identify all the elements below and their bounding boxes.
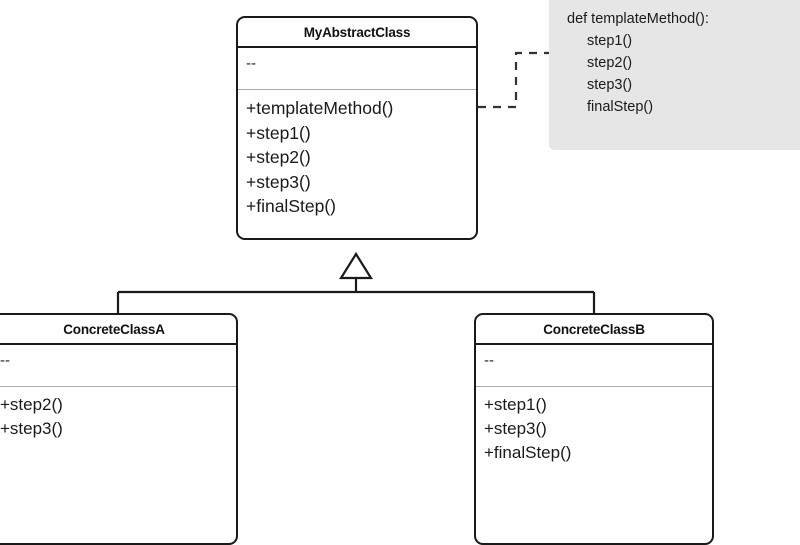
class-attributes-concrete-class-a: -- — [0, 345, 236, 387]
class-methods-my-abstract-class: +templateMethod() +step1() +step2() +ste… — [238, 90, 476, 227]
method-item: +step2() — [246, 147, 311, 167]
class-attributes-my-abstract-class: -- — [238, 48, 476, 90]
method-item: +finalStep() — [484, 442, 572, 462]
class-attributes-concrete-class-b: -- — [476, 345, 712, 387]
class-title-my-abstract-class: MyAbstractClass — [238, 18, 476, 48]
method-item: +step1() — [484, 395, 547, 414]
note-line-body: step3() — [587, 77, 633, 94]
note-line-body: step2() — [587, 55, 633, 72]
attribute-item: -- — [484, 352, 494, 369]
note-line-signature: def templateMethod(): — [567, 11, 709, 27]
note-anchor-connector — [478, 51, 552, 109]
note-line-body: finalStep() — [587, 99, 654, 116]
method-item: +templateMethod() — [246, 98, 394, 118]
class-methods-concrete-class-b: +step1() +step3() +finalStep() — [476, 387, 712, 472]
method-item: +step3() — [0, 418, 63, 438]
method-item: +step3() — [484, 418, 547, 438]
class-box-concrete-class-a[interactable]: ConcreteClassA -- +step2() +step3() — [0, 313, 238, 545]
method-item: +step3() — [246, 171, 311, 192]
inheritance-triangle-icon — [339, 251, 373, 280]
method-item: +finalStep() — [246, 196, 336, 216]
class-title-concrete-class-a: ConcreteClassA — [0, 315, 236, 345]
attribute-item: -- — [246, 55, 256, 72]
attribute-item: -- — [0, 352, 10, 369]
class-box-concrete-class-b[interactable]: ConcreteClassB -- +step1() +step3() +fin… — [474, 313, 714, 545]
class-box-my-abstract-class[interactable]: MyAbstractClass -- +templateMethod() +st… — [236, 16, 478, 240]
class-title-concrete-class-b: ConcreteClassB — [476, 315, 712, 345]
note-box-template-method[interactable]: def templateMethod(): step1() step2() st… — [549, 0, 800, 150]
note-line-body: step1() — [587, 33, 633, 50]
method-item: +step2() — [0, 395, 63, 414]
method-item: +step1() — [246, 122, 311, 143]
generalization-connector — [116, 251, 596, 314]
class-methods-concrete-class-a: +step2() +step3() — [0, 387, 236, 449]
